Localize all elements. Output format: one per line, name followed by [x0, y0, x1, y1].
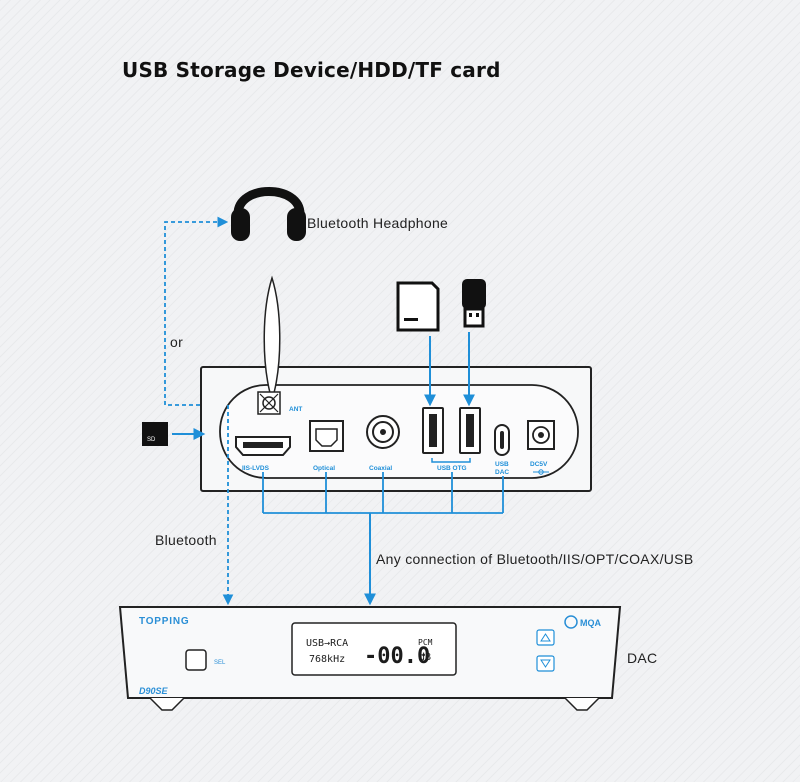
- display-route: USB→RCA: [306, 638, 348, 649]
- dac-model: D90SE: [139, 686, 169, 696]
- optical-port: [309, 420, 344, 452]
- mqa-logo-icon: [564, 615, 578, 629]
- usb-otg-port-1: [422, 407, 444, 454]
- display-format: PCM: [418, 638, 433, 647]
- usb-otg-bracket: [431, 458, 471, 463]
- antenna-icon: [257, 275, 281, 415]
- dac-brand: TOPPING: [139, 616, 189, 627]
- page-title: USB Storage Device/HDD/TF card: [122, 58, 501, 82]
- bluetooth-headphone-link: [164, 216, 229, 406]
- or-label: or: [170, 334, 184, 350]
- dc-label: DC5V: [530, 461, 548, 468]
- volume-down-button[interactable]: [536, 655, 555, 672]
- display-rate: 768kHz: [309, 654, 345, 665]
- tf-card-icon: SD: [142, 422, 168, 446]
- dc-polarity-icon: [533, 469, 549, 475]
- usb-otg-label: USB OTG: [437, 465, 467, 472]
- usb-dac-label-2: DAC: [495, 469, 509, 476]
- headphone-icon: [231, 187, 306, 241]
- storage-card-icon: [396, 281, 440, 332]
- iis-lvds-port: [235, 436, 291, 456]
- any-connection-label: Any connection of Bluetooth/IIS/OPT/COAX…: [376, 551, 694, 567]
- bluetooth-label: Bluetooth: [155, 532, 217, 548]
- usb-stick-icon: [462, 279, 486, 328]
- display-unit: dB: [419, 652, 431, 663]
- dac-label: DAC: [627, 650, 658, 666]
- sel-button[interactable]: [185, 649, 207, 671]
- antenna-label: ANT: [289, 406, 302, 413]
- volume-up-button[interactable]: [536, 629, 555, 646]
- iis-lvds-label: IIS-LVDS: [242, 465, 270, 472]
- tf-card-label: SD: [147, 437, 156, 443]
- dac-device: [118, 606, 622, 711]
- usb-dac-label-1: USB: [495, 461, 509, 468]
- bluetooth-headphone-label: Bluetooth Headphone: [307, 215, 449, 231]
- dc-power-port: [527, 420, 555, 450]
- usb-c-port: [494, 424, 510, 456]
- display-volume: -00.0: [364, 644, 430, 669]
- connection-bus: [262, 472, 504, 514]
- optical-label: Optical: [313, 465, 335, 472]
- coaxial-label: Coaxial: [369, 465, 392, 472]
- sel-label: SEL: [214, 660, 226, 666]
- mqa-label: MQA: [580, 618, 601, 628]
- coaxial-port: [366, 415, 400, 449]
- usb-otg-port-2: [459, 407, 481, 454]
